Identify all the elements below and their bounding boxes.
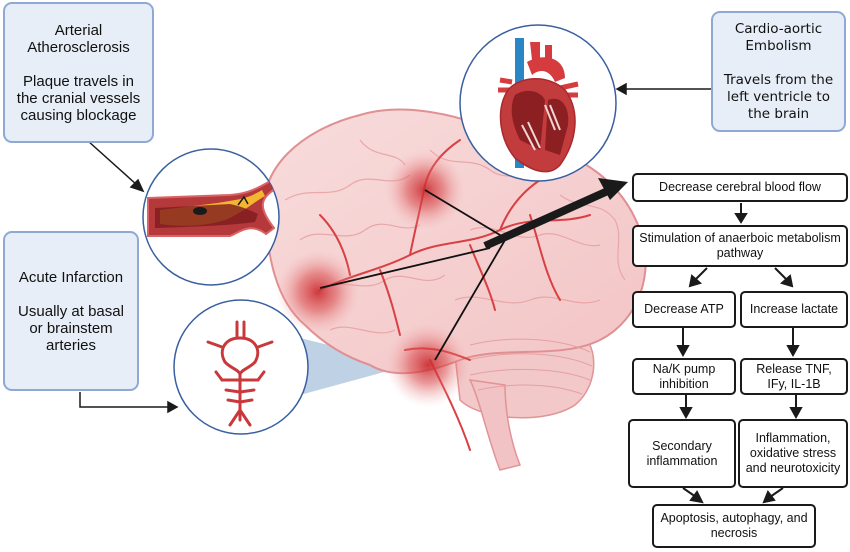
flow-step2-label: Stimulation of anaerboic metabolism path… bbox=[639, 231, 841, 260]
brain-illustration bbox=[263, 108, 647, 471]
flow-apoptosis-autophagy-necrosis: Apoptosis, autophagy, and necrosis bbox=[652, 504, 816, 548]
flow-anaerobic-metabolism: Stimulation of anaerboic metabolism path… bbox=[632, 225, 848, 267]
flow-step4-left-label: Na/K pump inhibition bbox=[652, 361, 716, 391]
heart-circle bbox=[459, 24, 617, 182]
flow-step5-left-label: Secondary inflammation bbox=[646, 438, 718, 468]
flow-step1-label: Decrease cerebral blood flow bbox=[659, 180, 821, 194]
flow-na-k-pump-inhibition: Na/K pump inhibition bbox=[632, 358, 736, 395]
flow-increase-lactate: Increase lactate bbox=[740, 291, 848, 328]
flow-decrease-cerebral-blood-flow: Decrease cerebral blood flow bbox=[632, 173, 848, 202]
flow-step3-right-label: Increase lactate bbox=[749, 302, 839, 316]
athero-connector-line bbox=[87, 140, 138, 186]
infarction-title: Acute Infarction bbox=[18, 268, 124, 286]
flow-inflammation-oxidative-stress: Inflammation, oxidative stress and neuro… bbox=[738, 419, 848, 488]
flow-secondary-inflammation: Secondary inflammation bbox=[628, 419, 736, 488]
arteries-circle bbox=[173, 299, 309, 435]
infarction-connector-head bbox=[167, 400, 179, 414]
embolism-description: Travels from the left ventricle to the b… bbox=[723, 71, 834, 122]
atherosclerosis-title: Arterial Atherosclerosis bbox=[27, 21, 130, 56]
infarction-connector-line bbox=[79, 392, 170, 408]
flow-step4-right-label: Release TNF, IFy, IL-1B bbox=[756, 361, 832, 391]
embolism-title: Cardio-aortic Embolism bbox=[734, 20, 823, 54]
flow-release-cytokines: Release TNF, IFy, IL-1B bbox=[740, 358, 848, 395]
main-arrow-head bbox=[598, 178, 628, 200]
flow-step3-left-label: Decrease ATP bbox=[644, 302, 724, 316]
lesion-hotspot-temporal bbox=[276, 250, 360, 334]
athero-connector-head bbox=[129, 178, 145, 193]
flow-step5-right-label: Inflammation, oxidative stress and neuro… bbox=[745, 431, 841, 475]
flow-decrease-atp: Decrease ATP bbox=[632, 291, 736, 328]
atherosclerosis-circle bbox=[142, 148, 280, 286]
lesion-hotspot-basal bbox=[386, 323, 470, 407]
atherosclerosis-box: Arterial Atherosclerosis Plaque travels … bbox=[3, 2, 154, 143]
brainstem bbox=[468, 379, 522, 471]
convergence-lines bbox=[319, 189, 506, 361]
main-arrow-shaft bbox=[483, 186, 612, 250]
atherosclerosis-description: Plaque travels in the cranial vessels ca… bbox=[16, 72, 141, 124]
flow-step6-label: Apoptosis, autophagy, and necrosis bbox=[660, 511, 808, 540]
infarction-description: Usually at basal or brainstem arteries bbox=[18, 302, 124, 354]
infarction-box: Acute Infarction Usually at basal or bra… bbox=[3, 231, 139, 391]
embolism-box: Cardio-aortic Embolism Travels from the … bbox=[711, 11, 846, 132]
embolism-connector-head bbox=[615, 82, 627, 96]
flowchart-arrows bbox=[676, 203, 803, 504]
arteries-callout-cone bbox=[300, 338, 410, 395]
